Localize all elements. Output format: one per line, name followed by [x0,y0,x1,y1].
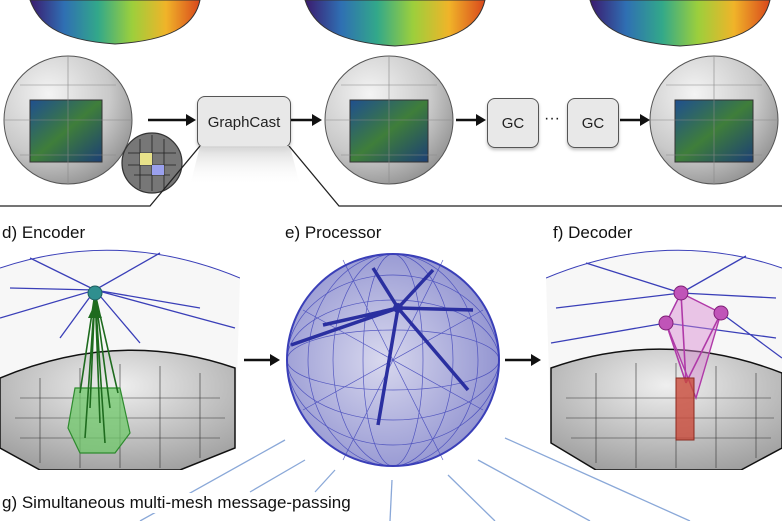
gc-box-1: GC [487,98,539,148]
encoder-label: d) Encoder [2,223,86,242]
encoder-diagram [0,249,240,470]
weather-map-1 [29,0,201,45]
expansion-bracket [0,146,782,207]
decoder-diagram [546,249,782,470]
processor-diagram [286,253,500,467]
processor-label: e) Processor [285,223,382,242]
panel-arrows [244,354,541,366]
gc-box-2: GC [567,98,619,148]
decoder-label: f) Decoder [553,223,633,242]
globe-input [3,55,133,185]
weather-map-strip [29,0,771,47]
globe-step-n [649,55,779,185]
zoom-inset [121,132,183,194]
graphcast-box: GraphCast [197,96,291,148]
globe-step-1 [324,55,454,185]
weather-map-3 [589,0,771,47]
ellipsis-text: ··· [544,110,560,127]
weather-map-2 [304,0,486,47]
multimesh-caption: g) Simultaneous multi-mesh message-passi… [2,493,355,513]
globe-row [3,55,779,194]
